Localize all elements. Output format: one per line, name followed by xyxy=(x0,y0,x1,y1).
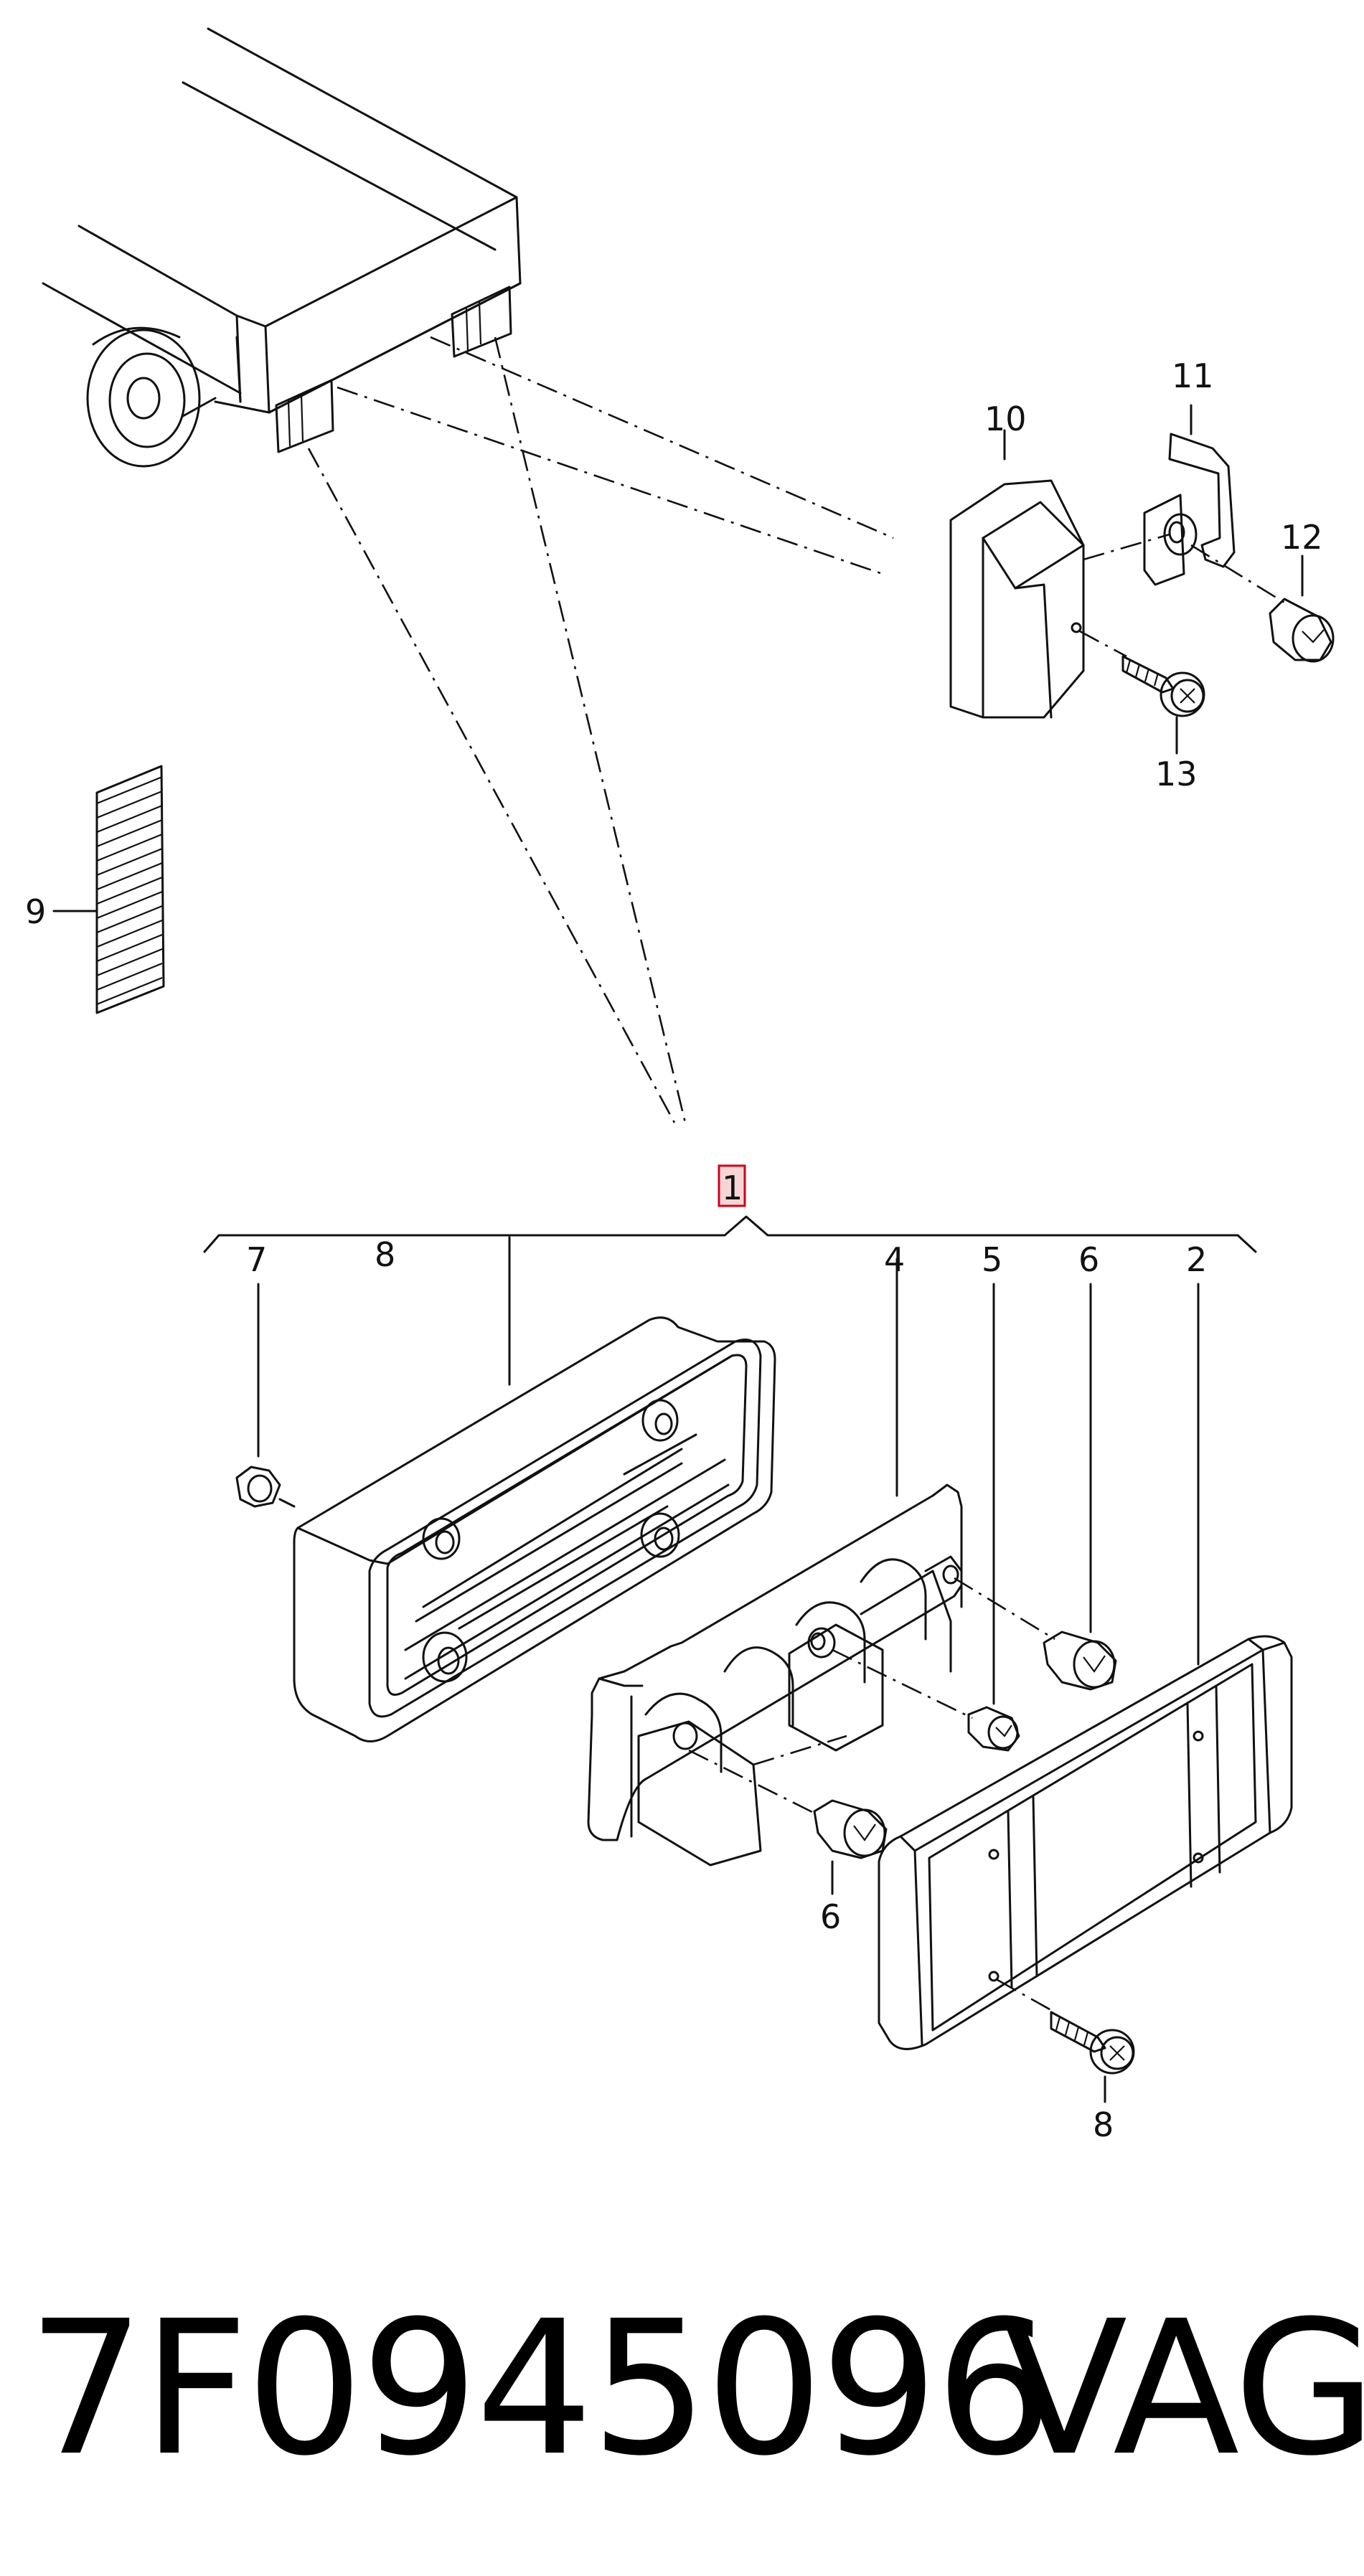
brand-label: VAG xyxy=(1001,2281,1364,2496)
truck-rear-illustration xyxy=(42,27,522,468)
bulb-part-12 xyxy=(1269,555,1335,663)
assembly-brace xyxy=(203,1164,1257,1253)
highlight-box-part-1 xyxy=(718,1164,746,1207)
callout-8-lower: 8 xyxy=(1093,2105,1114,2144)
callout-4: 4 xyxy=(884,1240,905,1279)
screw-part-13 xyxy=(1079,630,1205,755)
bulb-part-6-lower xyxy=(813,1799,888,1895)
bulb-part-6-upper xyxy=(1043,1283,1117,1691)
callout-9: 9 xyxy=(25,892,46,931)
reflector-strip-part-9 xyxy=(52,765,165,1014)
side-marker-lamp-part-10 xyxy=(949,429,1085,719)
callout-labels: 1 2 4 5 6 6 7 8 8 9 10 11 12 13 xyxy=(25,357,1323,2144)
callout-7: 7 xyxy=(246,1240,267,1279)
callout-6-lower: 6 xyxy=(820,1897,841,1936)
callout-6-upper: 6 xyxy=(1078,1240,1099,1279)
part-info-footer: 7F0945096 VAG xyxy=(0,2281,1364,2496)
callout-12: 12 xyxy=(1281,518,1323,557)
bulb-carrier-part-4 xyxy=(587,1258,963,1867)
screw-part-8-lower xyxy=(997,1978,1135,2103)
small-bulb-part-5 xyxy=(967,1283,1020,1752)
callout-5: 5 xyxy=(982,1240,1002,1279)
callout-11: 11 xyxy=(1172,357,1214,395)
lamp-housing-part-8 xyxy=(293,1236,776,1742)
bulb-alignment-lines xyxy=(688,1577,1055,1816)
callout-8-upper: 8 xyxy=(375,1235,395,1274)
lamp-lens-part-2 xyxy=(878,1283,1293,2050)
nut-part-7 xyxy=(235,1283,296,1508)
lamp-bracket-part-11 xyxy=(1143,404,1236,586)
callout-10: 10 xyxy=(984,400,1027,438)
callout-1: 1 xyxy=(722,1169,743,1207)
callout-13: 13 xyxy=(1155,755,1198,793)
callout-2: 2 xyxy=(1186,1240,1207,1279)
projection-lines xyxy=(307,336,894,1123)
bulb-socket-holder xyxy=(1083,513,1285,604)
part-number: 7F0945096 xyxy=(27,2281,1053,2496)
